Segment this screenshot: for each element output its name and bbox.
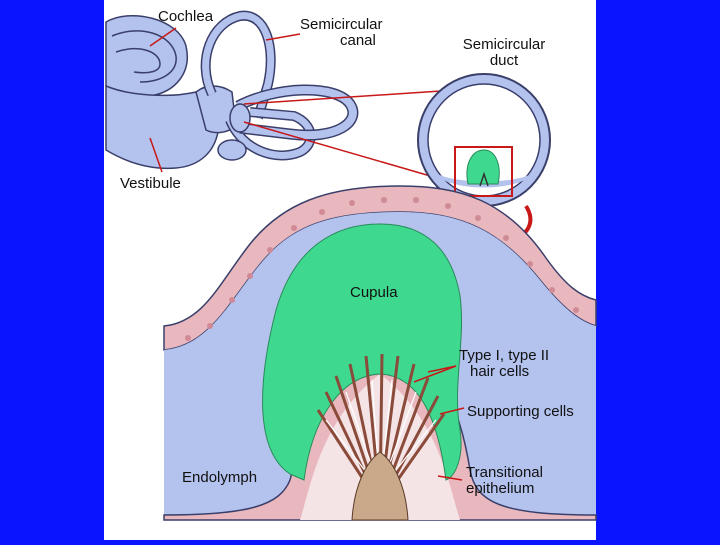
semicircular-canal-label: Semicircular canal (300, 17, 383, 49)
zoom-box (454, 146, 513, 197)
crista-section (163, 185, 597, 521)
inner-ear-illustration (105, 10, 359, 170)
supporting-cells-label: Supporting cells (467, 403, 574, 420)
semicircular-canal-label-line1: Semicircular (300, 16, 383, 33)
transitional-epithelium-label-line1: Transitional (466, 464, 543, 481)
semicircular-canal-label-line2: canal (340, 32, 376, 49)
canal-leader (265, 33, 301, 41)
mini-cupula (466, 149, 500, 185)
vestibule-leader (149, 137, 163, 173)
cupula-label: Cupula (350, 284, 398, 301)
cupula-shape (262, 223, 463, 481)
epithelial-cells (185, 197, 579, 341)
hair-cells-leader-2 (413, 365, 457, 383)
bottom-leader-lines (413, 365, 465, 481)
semicircular-duct-section (417, 73, 551, 207)
hair-cells-label-line1: Type I, type II (459, 347, 550, 364)
transitional-epithelium-label-line2: epithelium (466, 480, 535, 497)
duct-zoom-line-lower (243, 121, 459, 185)
nerve-bundle (351, 451, 409, 521)
transitional-leader (437, 475, 463, 481)
vestibule-label: Vestibule (120, 175, 181, 192)
transitional-epithelium-label: Transitional epithelium (466, 465, 543, 497)
endolymph-label: Endolymph (182, 469, 258, 486)
cochlea-leader (149, 27, 177, 47)
semicircular-duct-label: Semicircular duct (452, 37, 556, 69)
hair-cells-label-line2: hair cells (470, 363, 530, 380)
ampulla (229, 103, 251, 133)
hair-cells-label: Type I, type II hair cells (459, 348, 549, 380)
duct-zoom-line-upper (243, 89, 457, 105)
semicircular-duct-label-line1: Semicircular (462, 36, 546, 53)
semicircular-duct-label-line2: duct (489, 52, 519, 69)
top-leader-lines (149, 27, 459, 185)
supporting-cells-leader (439, 407, 465, 415)
cochlea-label: Cochlea (158, 8, 214, 25)
